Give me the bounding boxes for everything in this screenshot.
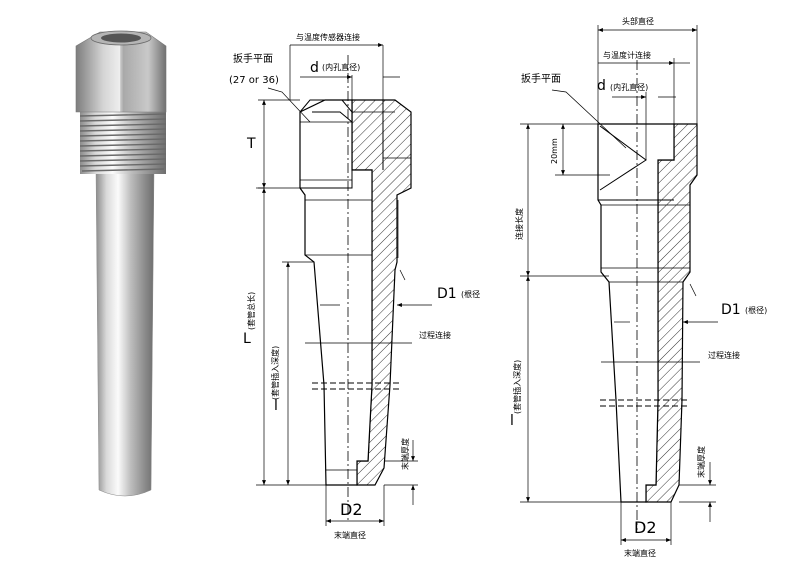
right-tip-diameter-label: 末端直径: [624, 548, 656, 558]
left-d-note: (内孔直径): [322, 62, 360, 72]
left-L-note: (套管总长): [246, 292, 256, 330]
right-D1-symbol: D1: [721, 302, 741, 318]
right-wrench-flat-label: 扳手平面: [521, 72, 561, 85]
right-l-note: (套管插入深度): [512, 360, 522, 414]
left-process-connection-label: 过程连接: [419, 330, 451, 340]
left-D2-symbol: D2: [340, 500, 363, 519]
left-drawing: 与温度传感器连接 d (内孔直径) 扳手平面 (27 or 36) T L (套…: [229, 32, 480, 540]
left-l-symbol: l: [274, 398, 278, 414]
left-wrench-size-label: (27 or 36): [229, 75, 279, 86]
right-gauge-connection-label: 与温度计连接: [603, 50, 651, 60]
right-D2-symbol: D2: [634, 518, 657, 537]
right-drawing: 头部直径 与温度计连接 d (内孔直径) 扳手平面 20mm 连接长度 l (套…: [510, 16, 767, 558]
right-connection-length-label: 连接长度: [514, 208, 524, 240]
left-wrench-flat-label: 扳手平面: [233, 52, 273, 65]
thread-section: [79, 112, 167, 174]
right-process-connection-label: 过程连接: [708, 350, 740, 360]
right-D1-note: (根径): [745, 305, 767, 315]
left-T-symbol: T: [246, 136, 256, 152]
right-d-note: (内孔直径): [610, 82, 648, 92]
thermowell-photo: [75, 30, 167, 497]
right-body-outline: [597, 123, 675, 503]
right-tip-thickness-label: 末端厚度: [696, 446, 706, 478]
left-l-note: (套管插入深度): [270, 346, 280, 400]
left-d-symbol: d: [310, 60, 319, 76]
left-tip-diameter-label: 末端直径: [334, 530, 366, 540]
right-l-symbol: l: [510, 413, 514, 429]
right-d-symbol: d: [597, 78, 606, 94]
left-tip-thickness-label: 末端厚度: [400, 438, 410, 470]
left-sensor-connection-label: 与温度传感器连接: [296, 32, 360, 42]
left-D1-note: (根径: [461, 289, 480, 299]
left-D1-symbol: D1: [437, 286, 457, 302]
right-20mm-label: 20mm: [550, 138, 559, 164]
right-head-diameter-label: 头部直径: [622, 16, 654, 26]
left-L-symbol: L: [243, 331, 251, 347]
